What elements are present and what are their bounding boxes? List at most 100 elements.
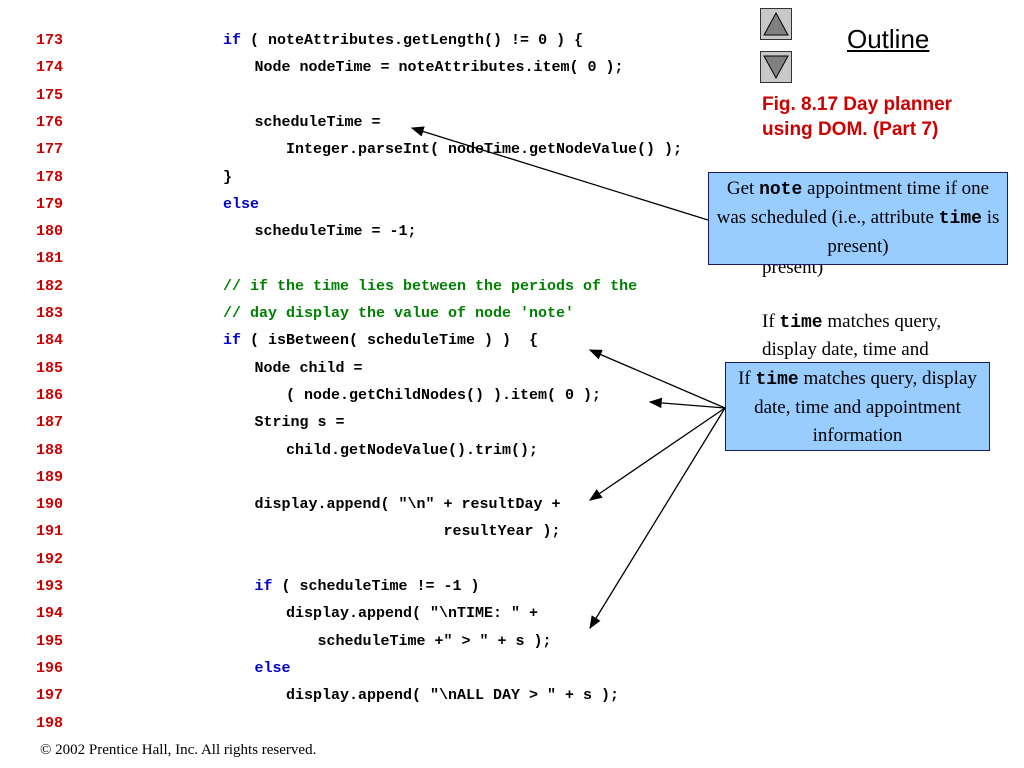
outline-link[interactable]: Outline bbox=[847, 24, 930, 54]
figure-caption: Fig. 8.17 Day planner using DOM. (Part 7… bbox=[762, 92, 1022, 142]
hidden-matches: matches query, bbox=[822, 311, 942, 332]
next-slide-button[interactable] bbox=[760, 51, 792, 83]
code-text: scheduleTime = bbox=[255, 109, 381, 136]
keyword: else bbox=[254, 659, 291, 677]
code-token: ( scheduleTime != -1 ) bbox=[272, 578, 480, 595]
line-number: 181 bbox=[36, 250, 64, 268]
code-token: display.append( "\n" + resultDay + bbox=[254, 496, 561, 514]
code-line: 184 if ( isBetween( scheduleTime ) ) { bbox=[0, 327, 760, 354]
code-text: scheduleTime = -1; bbox=[255, 218, 417, 245]
code-line: 188 child.getNodeValue().trim(); bbox=[0, 437, 760, 464]
line-number: 190 bbox=[36, 496, 64, 514]
line-number: 184 bbox=[36, 332, 64, 350]
code-text: child.getNodeValue().trim(); bbox=[286, 437, 538, 464]
line-number: 198 bbox=[36, 714, 64, 732]
code-line: 198 bbox=[0, 710, 760, 737]
code-line: 189 bbox=[0, 464, 760, 491]
figure-caption-line1: Fig. 8.17 Day planner bbox=[762, 94, 953, 115]
code-line: 177 Integer.parseInt( nodeTime.getNodeVal… bbox=[0, 136, 760, 163]
code-token: scheduleTime = bbox=[254, 113, 381, 131]
line-number: 186 bbox=[36, 386, 64, 404]
code-text: display.append( "\nALL DAY > " + s ); bbox=[286, 682, 619, 709]
callout2-text2: matches query, display date, time and ap… bbox=[754, 368, 977, 446]
hidden-time-code: time bbox=[779, 313, 823, 333]
code-line: 194 display.append( "\nTIME: " + bbox=[0, 600, 760, 627]
line-number: 188 bbox=[36, 441, 64, 459]
code-token: Integer.parseInt( nodeTime.getNodeValue(… bbox=[286, 141, 683, 159]
callout1-text1: Get bbox=[726, 178, 760, 199]
code-token: scheduleTime = -1; bbox=[254, 223, 417, 241]
code-token: String s = bbox=[254, 414, 345, 432]
code-line: 195 scheduleTime +" > " + s ); bbox=[0, 628, 760, 655]
down-triangle-icon bbox=[763, 55, 789, 80]
callout2-text1: If bbox=[738, 368, 756, 389]
line-number: 182 bbox=[36, 277, 64, 295]
hidden-note-text-if: If time matches query, bbox=[762, 308, 941, 337]
line-number: 185 bbox=[36, 359, 64, 377]
previous-slide-button[interactable] bbox=[760, 8, 792, 40]
line-number: 178 bbox=[36, 168, 64, 186]
line-number: 173 bbox=[36, 32, 64, 49]
code-line: 180 scheduleTime = -1; bbox=[0, 218, 760, 245]
callout1-code-time: time bbox=[938, 209, 982, 229]
code-text: display.append( "\nTIME: " + bbox=[286, 600, 538, 627]
code-token: Node nodeTime = noteAttributes.item( 0 )… bbox=[254, 59, 624, 77]
code-text: Node nodeTime = noteAttributes.item( 0 )… bbox=[255, 54, 624, 81]
code-line: 179 else bbox=[0, 191, 760, 218]
keyword: if bbox=[223, 32, 242, 49]
callout2-code-time: time bbox=[755, 370, 799, 390]
code-text: else bbox=[255, 655, 291, 682]
keyword: if bbox=[254, 578, 273, 595]
code-line: 190 display.append( "\n" + resultDay + bbox=[0, 491, 760, 518]
line-number: 189 bbox=[36, 468, 64, 486]
code-line: 187 String s = bbox=[0, 409, 760, 436]
code-line: 186 ( node.getChildNodes() ).item( 0 ); bbox=[0, 382, 760, 409]
code-token: ( node.getChildNodes() ).item( 0 ); bbox=[286, 386, 602, 404]
callout1-code-note: note bbox=[759, 180, 803, 200]
line-number: 197 bbox=[36, 687, 64, 705]
line-number: 194 bbox=[36, 605, 64, 623]
line-number: 195 bbox=[36, 632, 64, 650]
code-token: ( isBetween( scheduleTime ) ) { bbox=[241, 332, 539, 350]
code-text: } bbox=[223, 164, 232, 191]
line-number: 183 bbox=[36, 305, 64, 322]
code-line: 192 bbox=[0, 546, 760, 573]
code-token: Node child = bbox=[254, 359, 363, 377]
code-text: // if the time lies between the periods … bbox=[223, 273, 637, 300]
code-text: String s = bbox=[255, 409, 345, 436]
code-text: Node child = bbox=[255, 355, 363, 382]
code-line: 174 Node nodeTime = noteAttributes.item( … bbox=[0, 54, 760, 81]
code-line: 181 bbox=[0, 245, 760, 272]
line-number: 180 bbox=[36, 223, 64, 241]
code-token: display.append( "\nTIME: " + bbox=[286, 605, 539, 623]
line-number: 174 bbox=[36, 59, 64, 77]
code-token: scheduleTime +" > " + s ); bbox=[317, 632, 552, 650]
line-number: 192 bbox=[36, 550, 64, 568]
callout1-text3: is present) bbox=[827, 207, 1000, 257]
code-token: } bbox=[223, 168, 233, 186]
code-token: child.getNodeValue().trim(); bbox=[286, 441, 539, 459]
code-line: 178} bbox=[0, 164, 760, 191]
keyword: if bbox=[223, 332, 242, 350]
line-number: 177 bbox=[36, 141, 64, 159]
arrow-to-scheduletime bbox=[410, 126, 709, 221]
code-token: display.append( "\nALL DAY > " + s ); bbox=[286, 687, 620, 705]
code-text: if ( isBetween( scheduleTime ) ) { bbox=[223, 327, 538, 354]
callout-note-time: Get note appointment time if one was sch… bbox=[708, 172, 1008, 265]
line-number: 179 bbox=[36, 195, 64, 213]
copyright-footer: © 2002 Prentice Hall, Inc. All rights re… bbox=[40, 742, 317, 758]
code-text: display.append( "\n" + resultDay + bbox=[255, 491, 561, 518]
line-number: 187 bbox=[36, 414, 64, 432]
hidden-note-text-display: display date, time and bbox=[762, 339, 929, 360]
line-number: 175 bbox=[36, 86, 64, 104]
arrow-to-time-append bbox=[589, 407, 726, 630]
code-text: Integer.parseInt( nodeTime.getNodeValue(… bbox=[286, 136, 682, 163]
code-line: 183// day display the value of node 'not… bbox=[0, 300, 760, 327]
code-line: 182 // if the time lies between the perio… bbox=[0, 273, 760, 300]
keyword: else bbox=[223, 195, 260, 213]
